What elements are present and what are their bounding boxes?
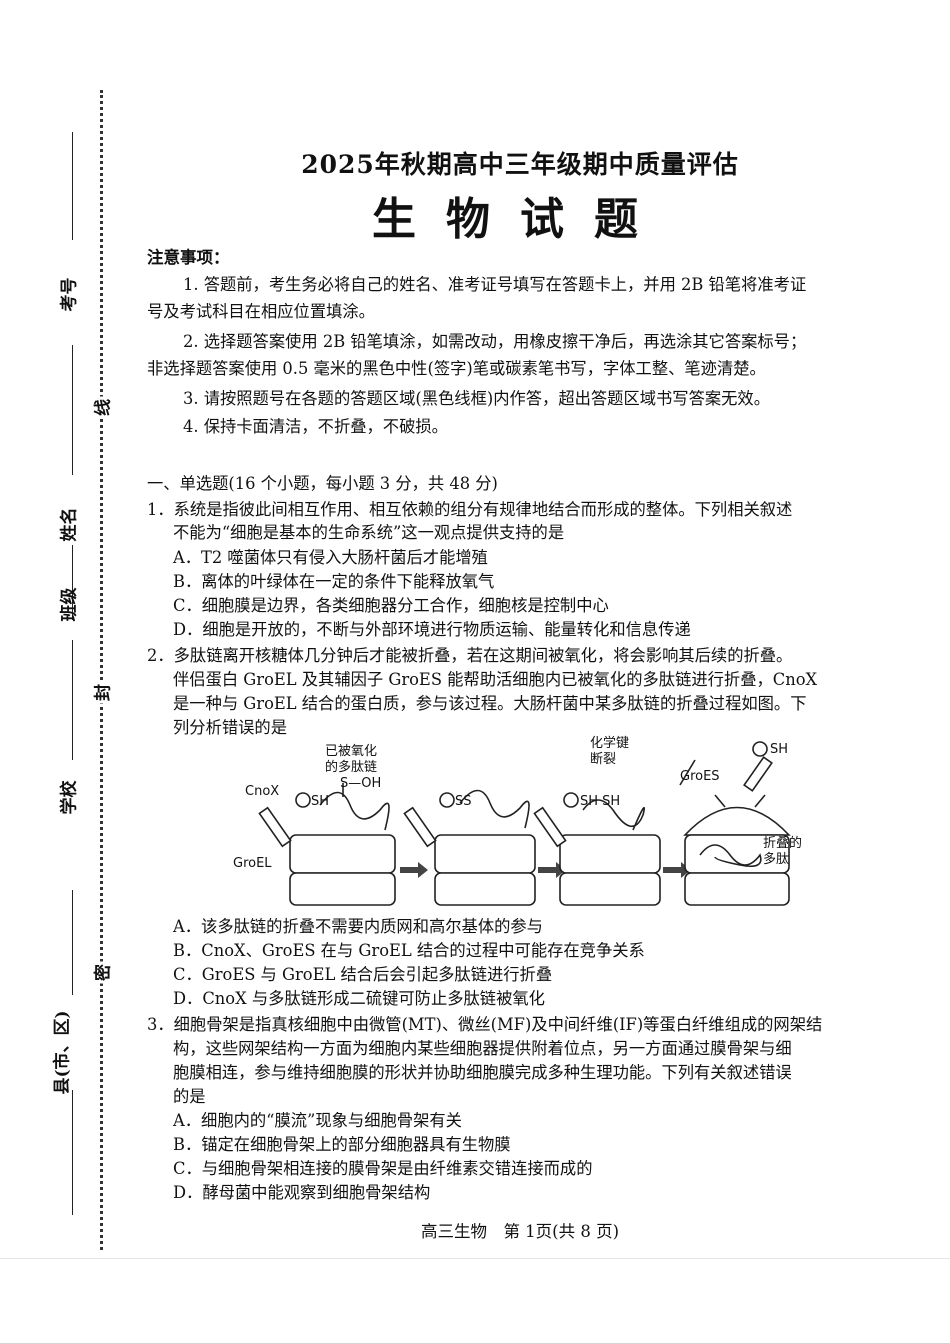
q2-stem-line-4: 列分析错误的是 <box>173 718 287 737</box>
q3-option-a: A．细胞内的“膜流”现象与细胞骨架有关 <box>173 1111 462 1130</box>
q3-stem-line-1: 3．细胞骨架是指真核细胞中由微管(MT)、微丝(MF)及中间纤维(IF)等蛋白纤… <box>147 1015 823 1034</box>
q3-option-c: C．与细胞骨架相连接的膜骨架是由纤维素交错连接而成的 <box>173 1159 593 1178</box>
q2-option-c: C．GroES 与 GroEL 结合后会引起多肽链进行折叠 <box>173 965 553 984</box>
class-blank <box>72 545 73 620</box>
seal-word-mi: 密 <box>88 961 114 984</box>
exam-number-label: 考号 <box>59 277 80 312</box>
name-blank <box>72 345 73 475</box>
label-bond-1: 化学键 <box>590 735 629 751</box>
label-folded-2: 多肽 <box>763 851 789 867</box>
groes-arrows <box>714 794 766 808</box>
county-label: 县(市、区) <box>52 1010 73 1095</box>
polypeptide-2 <box>459 789 530 829</box>
released-cnox-arm <box>679 759 696 786</box>
folded-polypeptide <box>699 844 762 868</box>
bottom-rule <box>0 1258 950 1259</box>
label-folded-1: 折叠的 <box>763 835 802 851</box>
q1-option-c: C．细胞膜是边界，各类细胞器分工合作，细胞核是控制中心 <box>173 596 609 615</box>
q2-stem-line-2: 伴侣蛋白 GroEL 及其辅因子 GroES 能帮助活细胞内已被氧化的多肽链进行… <box>173 670 818 689</box>
groel-ring-top-1 <box>289 834 396 874</box>
name-label: 姓名 <box>59 507 80 542</box>
label-cnox: CnoX <box>245 784 279 799</box>
school-label: 学校 <box>59 780 80 815</box>
label-oxidized-1: 已被氧化 <box>325 744 377 759</box>
subject-title: 生物试题 <box>372 194 668 245</box>
groel-folding-diagram: 已被氧化 的多肽链 S—OH CnoX SH SS GroEL 化学键 断裂 S… <box>233 735 802 906</box>
arrow-3 <box>663 862 691 878</box>
q1-option-d: D．细胞是开放的，不断与外部环境进行物质运输、能量转化和信息传递 <box>173 620 691 639</box>
label-sh-sh: SH SH <box>580 794 620 809</box>
arrow-1 <box>400 862 428 878</box>
groel-ring-top-3 <box>559 834 661 874</box>
groel-ring-bottom-2 <box>434 872 536 906</box>
label-oxidized-2: 的多肽链 <box>325 759 377 775</box>
school-blank <box>72 640 73 760</box>
q2-option-d: D．CnoX 与多肽链形成二硫键可防止多肽链被氧化 <box>173 989 545 1008</box>
label-bond-2: 断裂 <box>590 752 616 767</box>
label-soh: S—OH <box>340 776 381 791</box>
seal-word-feng: 封 <box>88 681 114 704</box>
seal-word-xian: 线 <box>88 396 114 419</box>
q1-option-a: A．T2 噬菌体只有侵入大肠杆菌后才能增殖 <box>173 548 488 567</box>
released-cnox-body <box>743 756 773 792</box>
released-cnox-head <box>752 741 768 757</box>
cnox-head-1 <box>295 792 311 808</box>
exam-number-blank <box>72 132 73 240</box>
label-groes: GroES <box>680 769 720 784</box>
exam-title: 2025年秋期高中三年级期中质量评估 <box>301 150 739 179</box>
notice-line-1: 1. 答题前，考生务必将自己的姓名、准考证号填写在答题卡上，并用 2B 铅笔将准… <box>183 275 807 294</box>
arrow-2 <box>538 862 566 878</box>
cnox-arm-1 <box>258 806 292 848</box>
notice-line-2b: 非选择题答案使用 0.5 毫米的黑色中性(签字)笔或碳素笔书写，字体工整、笔迹清… <box>147 359 766 378</box>
q2-stem-line-1: 2．多肽链离开核糖体几分钟后才能被折叠，若在这期间被氧化，将会影响其后续的折叠。 <box>147 646 793 665</box>
class-label: 班级 <box>59 587 80 622</box>
polypeptide-3 <box>582 799 646 831</box>
q3-stem-line-3: 胞膜相连，参与维持细胞膜的形状并协助细胞膜完成多种生理功能。下列有关叙述错误 <box>173 1063 792 1082</box>
cnox-head-3 <box>563 792 579 808</box>
groel-ring-top-2 <box>434 834 536 874</box>
cnox-arm-2 <box>403 806 437 848</box>
section-heading: 一、单选题(16 个小题，每小题 3 分，共 48 分) <box>147 474 498 493</box>
notice-line-1b: 号及考试科目在相应位置填涂。 <box>147 302 375 321</box>
label-groel: GroEL <box>233 856 272 871</box>
notice-line-3: 3. 请按照题号在各题的答题区域(黑色线框)内作答，超出答题区域书写答案无效。 <box>183 389 770 408</box>
q1-stem-line-2: 不能为“细胞是基本的生命系统”这一观点提供支持的是 <box>173 523 565 542</box>
label-ss: SS <box>455 794 472 809</box>
q3-option-b: B．锚定在细胞骨架上的部分细胞器具有生物膜 <box>173 1135 511 1154</box>
q3-stem-line-4: 的是 <box>173 1087 206 1106</box>
polypeptide-1 <box>319 791 390 831</box>
groel-ring-bottom-3 <box>559 872 661 906</box>
q2-option-b: B．CnoX、GroES 在与 GroEL 结合的过程中可能存在竞争关系 <box>173 941 645 960</box>
cnox-head-2 <box>439 792 455 808</box>
notice-heading: 注意事项： <box>147 248 230 267</box>
q3-option-d: D．酵母菌中能观察到细胞骨架结构 <box>173 1183 431 1202</box>
q1-stem-line-1: 1．系统是指彼此间相互作用、相互依赖的组分有规律地结合而形成的整体。下列相关叙述 <box>147 500 793 519</box>
groel-ring-bottom-1 <box>289 872 396 906</box>
q2-option-a: A．该多肽链的折叠不需要内质网和高尔基体的参与 <box>173 917 543 936</box>
county-blank-bottom <box>72 1090 73 1215</box>
label-sh-2: SH <box>770 742 788 757</box>
binding-dotted-line <box>100 90 103 1250</box>
q2-stem-line-3: 是一种与 GroEL 结合的蛋白质，参与该过程。大肠杆菌中某多肽链的折叠过程如图… <box>173 694 807 713</box>
page-footer: 高三生物 第 1页(共 8 页) <box>420 1222 620 1241</box>
label-sh-1: SH <box>311 794 329 809</box>
cnox-arm-3 <box>533 806 567 848</box>
q3-stem-line-2: 构，这些网架结构一方面为细胞内某些细胞器提供附着位点，另一方面通过膜骨架与细 <box>173 1039 792 1058</box>
county-blank-top <box>72 890 73 995</box>
notice-line-2: 2. 选择题答案使用 2B 铅笔填涂，如需改动，用橡皮擦干净后，再选涂其它答案标… <box>183 332 807 351</box>
groel-ring-bottom-4 <box>684 872 790 906</box>
notice-line-4: 4. 保持卡面清洁，不折叠，不破损。 <box>183 417 448 436</box>
q1-option-b: B．离体的叶绿体在一定的条件下能释放氧气 <box>173 572 495 591</box>
groes-cap <box>683 806 791 836</box>
